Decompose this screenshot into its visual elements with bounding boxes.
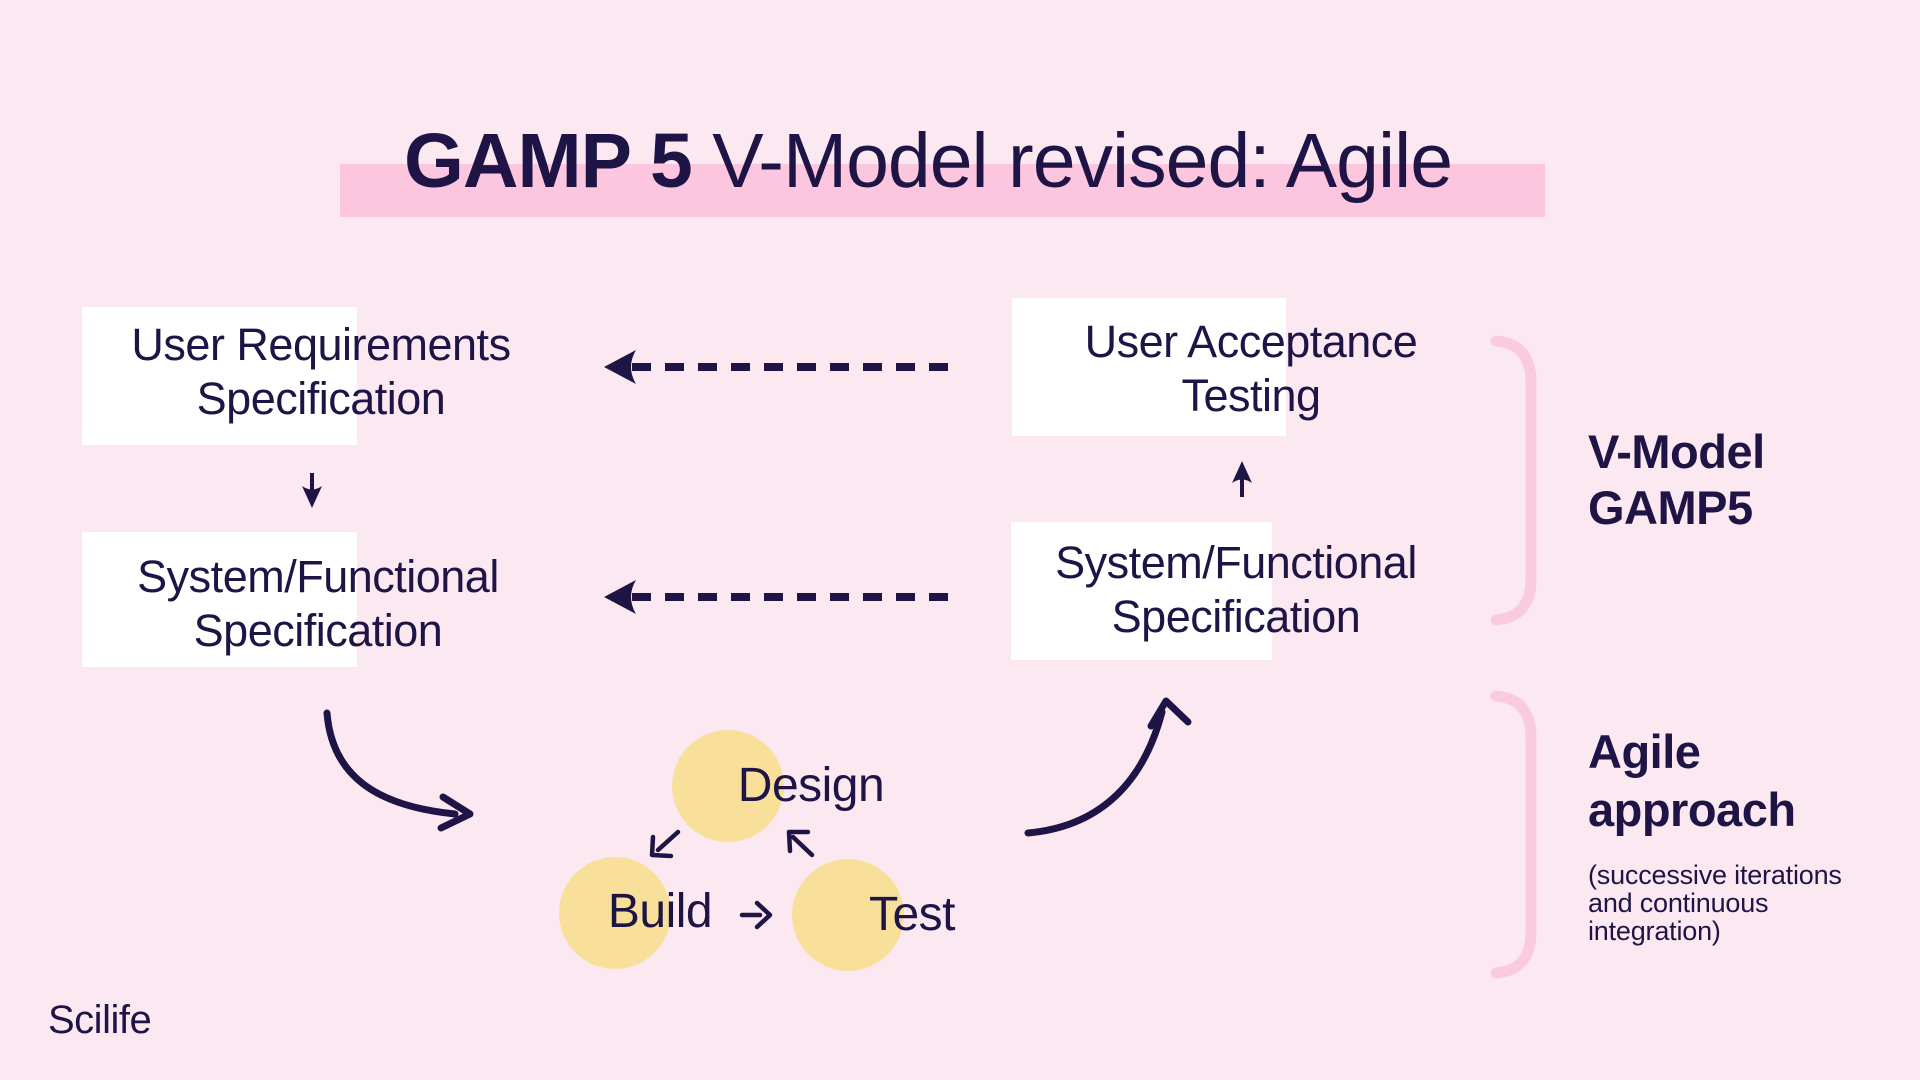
scilife-logo: Scilife [48, 998, 152, 1042]
flow-up-arrow-icon [1232, 461, 1252, 497]
design-label: Design [737, 759, 885, 812]
agile-note-line2: and continuous [1588, 888, 1769, 918]
uat-line2: Testing [1181, 370, 1321, 421]
sfs-left-line2: Specification [193, 605, 443, 656]
sfs-left-line1: System/Functional [137, 551, 499, 602]
uat-box [1012, 298, 1286, 436]
uat-line1: User Acceptance [1084, 316, 1418, 367]
sfs-left-box-label: System/Functional Specification [58, 550, 578, 658]
design-circle [672, 730, 784, 842]
v-model-label-line2: GAMP5 [1588, 481, 1753, 534]
agile-label-line1: Agile [1588, 725, 1701, 778]
sfs-right-line1: System/Functional [1055, 537, 1417, 588]
title-rest: V-Model revised: Agile [691, 118, 1453, 204]
agile-note-line1: (successive iterations [1588, 860, 1842, 890]
test-label: Test [868, 888, 956, 941]
dashed-feedback-arrow-icon [604, 350, 957, 384]
sfs-left-box [82, 532, 357, 667]
test-to-design-arrow-icon [786, 829, 815, 858]
curve-from-agile-arrow-icon [1024, 697, 1192, 837]
page-title: GAMP 5 V-Model revised: Agile [300, 121, 1556, 201]
build-label: Build [607, 885, 713, 938]
agile-bracket-icon [1490, 690, 1537, 979]
sfs-right-box [1011, 522, 1272, 660]
urs-box [82, 307, 357, 445]
test-circle [792, 859, 904, 971]
v-model-label-line1: V-Model [1588, 425, 1765, 478]
title-highlight-bar [340, 164, 1545, 217]
curve-to-agile-arrow-icon [323, 709, 474, 832]
urs-line2: Specification [196, 373, 446, 424]
title-emphasis: GAMP 5 [403, 118, 693, 204]
build-circle [559, 857, 671, 969]
agile-label-line2: approach [1588, 783, 1796, 836]
flow-down-arrow-icon [302, 473, 322, 508]
design-to-build-arrow-icon [649, 829, 681, 859]
sfs-right-box-label: System/Functional Specification [976, 536, 1496, 644]
v-model-section-label: V-Model GAMP5 [1588, 424, 1765, 536]
sfs-right-line2: Specification [1111, 591, 1361, 642]
uat-box-label: User Acceptance Testing [991, 315, 1511, 423]
dashed-feedback-arrow-icon [604, 580, 957, 614]
urs-box-label: User Requirements Specification [61, 318, 581, 426]
agile-section-note: (successive iterations and continuous in… [1588, 861, 1842, 945]
agile-note-line3: integration) [1588, 916, 1721, 946]
urs-line1: User Requirements [131, 319, 511, 370]
agile-section-label: Agile approach [1588, 723, 1796, 839]
